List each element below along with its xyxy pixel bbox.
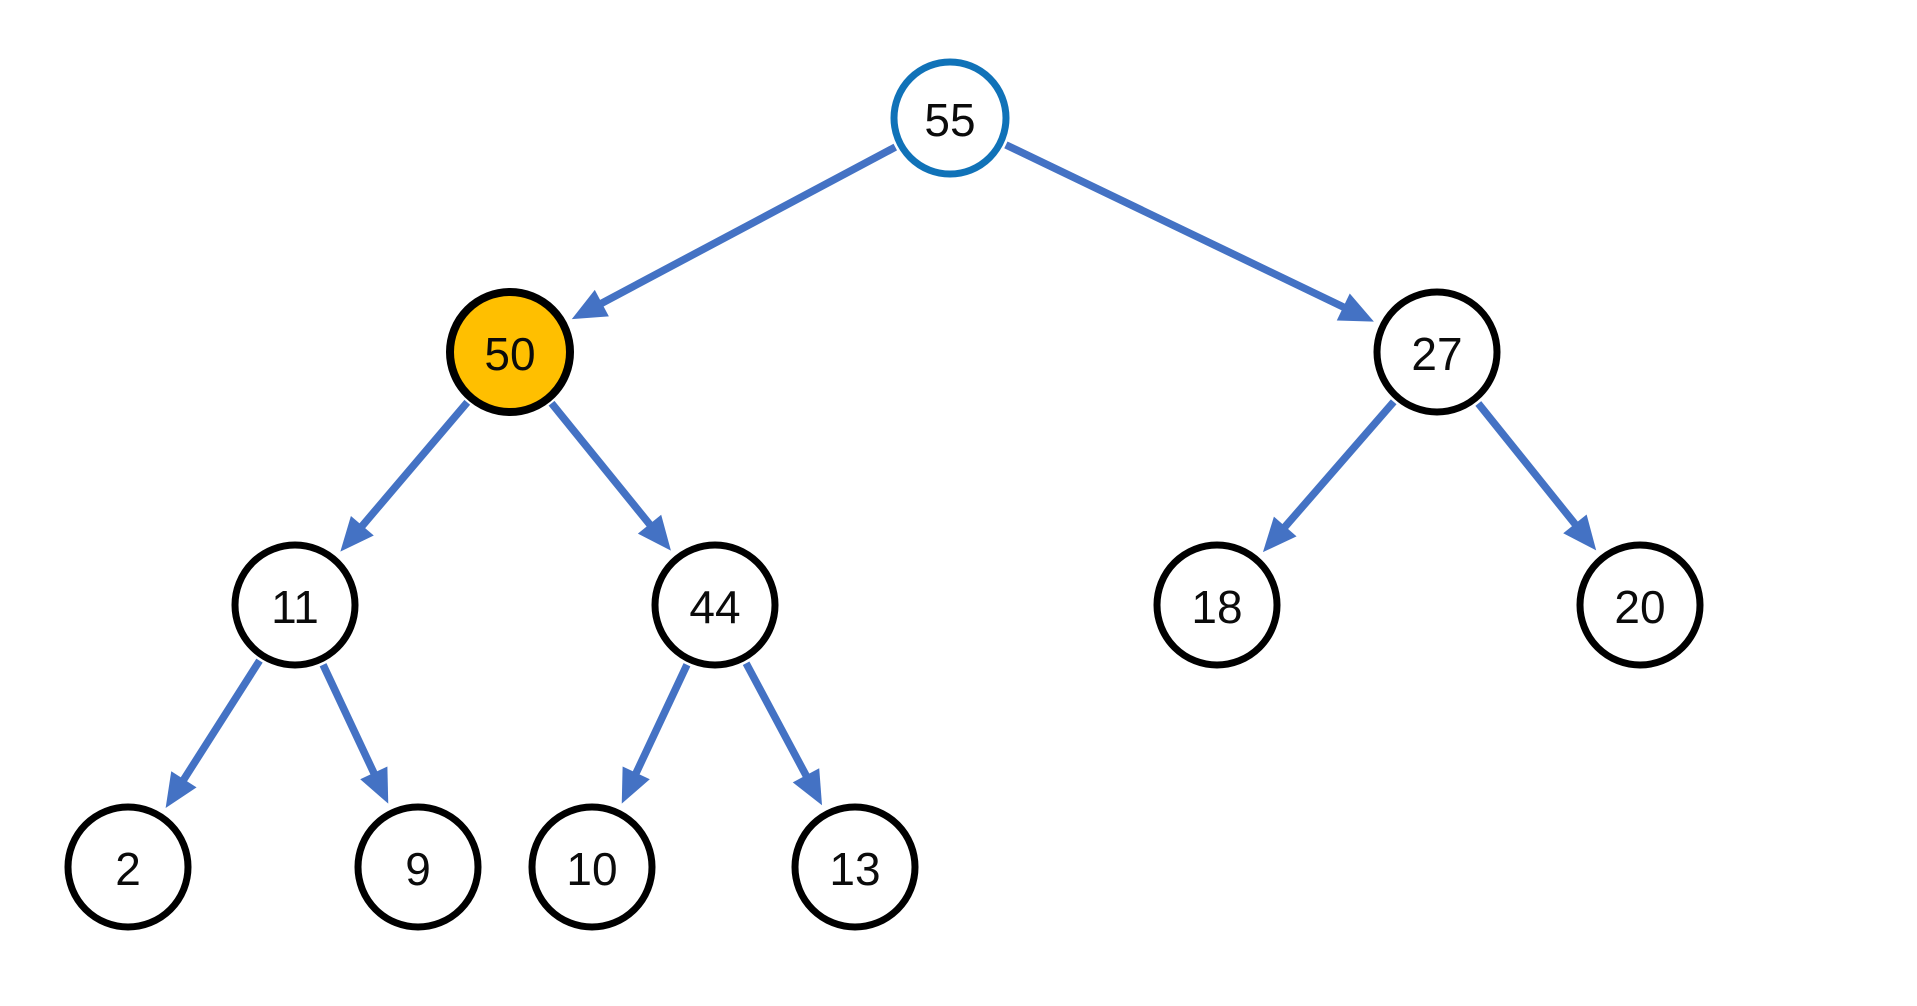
tree-node-50[interactable]: 50 bbox=[446, 288, 574, 416]
tree-node-10[interactable]: 10 bbox=[528, 803, 656, 931]
edge-arrowhead-icon bbox=[1563, 514, 1597, 551]
edge-line bbox=[630, 663, 691, 780]
edge-line bbox=[319, 663, 380, 780]
node-circle[interactable] bbox=[1576, 541, 1704, 669]
edge-line bbox=[1475, 401, 1582, 532]
edge-arrowhead-icon bbox=[637, 514, 671, 551]
tree-node-18[interactable]: 18 bbox=[1153, 541, 1281, 669]
tree-node-9[interactable]: 9 bbox=[354, 803, 482, 931]
edge-line bbox=[594, 143, 898, 310]
edge-arrowhead-icon bbox=[571, 289, 609, 320]
edge-arrowhead-icon bbox=[340, 516, 374, 552]
tree-node-55[interactable]: 55 bbox=[890, 58, 1010, 178]
node-circle[interactable] bbox=[446, 288, 574, 416]
edge-line bbox=[355, 399, 471, 533]
node-circle[interactable] bbox=[651, 541, 779, 669]
tree-edge bbox=[1004, 141, 1374, 322]
node-circle[interactable] bbox=[231, 541, 359, 669]
edge-line bbox=[177, 658, 263, 787]
tree-edge bbox=[340, 399, 471, 552]
tree-edge bbox=[548, 400, 671, 551]
node-circle[interactable] bbox=[64, 803, 192, 931]
edge-arrowhead-icon bbox=[792, 768, 823, 806]
node-circle[interactable] bbox=[791, 803, 919, 931]
tree-edge bbox=[621, 663, 691, 804]
node-circle[interactable] bbox=[890, 58, 1010, 178]
edge-line bbox=[1004, 141, 1351, 313]
nodes-layer: 55 50 27 11 44 18 20 2 9 10 13 bbox=[64, 58, 1704, 931]
node-circle[interactable] bbox=[1373, 288, 1501, 416]
node-circle[interactable] bbox=[1153, 541, 1281, 669]
tree-edge bbox=[1475, 401, 1597, 551]
tree-node-27[interactable]: 27 bbox=[1373, 288, 1501, 416]
tree-node-2[interactable]: 2 bbox=[64, 803, 192, 931]
edge-arrowhead-icon bbox=[165, 771, 197, 808]
edge-arrowhead-icon bbox=[360, 766, 389, 804]
edge-arrowhead-icon bbox=[1262, 516, 1297, 553]
edge-arrowhead-icon bbox=[621, 766, 650, 804]
edges-layer bbox=[165, 141, 1597, 808]
node-circle[interactable] bbox=[354, 803, 482, 931]
tree-node-13[interactable]: 13 bbox=[791, 803, 919, 931]
tree-edge bbox=[165, 658, 263, 808]
tree-edge bbox=[571, 143, 898, 320]
edge-line bbox=[548, 400, 657, 532]
tree-node-11[interactable]: 11 bbox=[231, 541, 359, 669]
edge-line bbox=[742, 661, 813, 783]
edge-line bbox=[1278, 399, 1397, 534]
edge-arrowhead-icon bbox=[1336, 293, 1374, 322]
tree-edge bbox=[1262, 399, 1397, 553]
node-circle[interactable] bbox=[528, 803, 656, 931]
tree-edge bbox=[742, 661, 823, 806]
tree-node-20[interactable]: 20 bbox=[1576, 541, 1704, 669]
tree-edge bbox=[319, 663, 389, 804]
tree-node-44[interactable]: 44 bbox=[651, 541, 779, 669]
